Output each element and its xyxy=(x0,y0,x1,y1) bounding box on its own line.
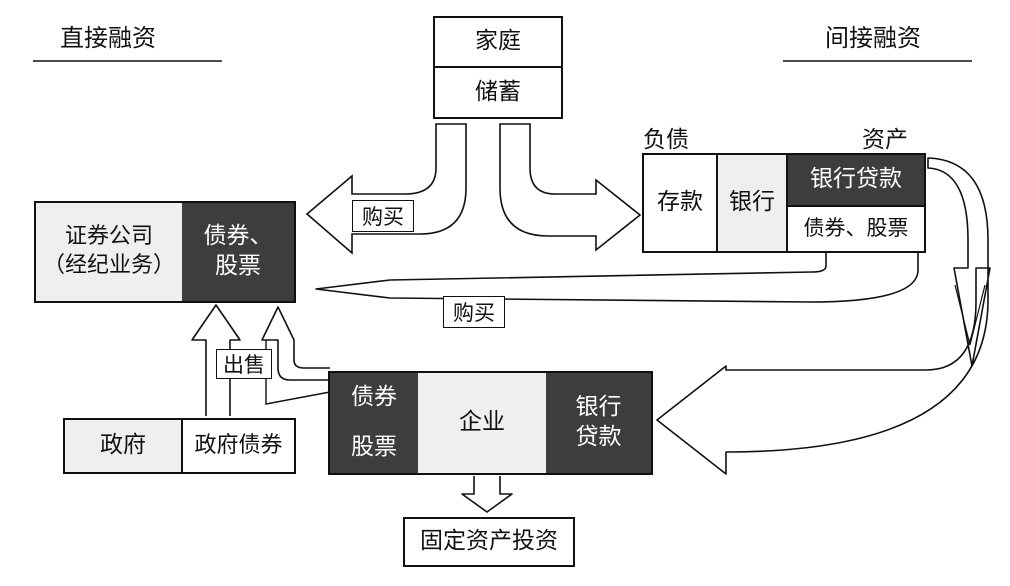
bank-loans-cell: 银行贷款 xyxy=(788,155,924,205)
firm-holdings-line1: 债券、 xyxy=(203,223,273,250)
firm-holdings-line2: 股票 xyxy=(215,253,261,279)
arrow-bank-loans-to-enterprise xyxy=(656,157,991,475)
firm-holdings-cell: 债券、 股票 xyxy=(182,203,294,301)
bank-name-cell: 银行 xyxy=(718,155,788,251)
arrow-enterprise-to-investment xyxy=(461,476,513,513)
bank-securities-cell: 债券、股票 xyxy=(788,205,924,251)
fixed-asset-investment-box: 固定资产投资 xyxy=(403,517,575,567)
assets-label: 资产 xyxy=(862,127,908,153)
deposits-cell: 存款 xyxy=(644,155,718,251)
brokerage-business: （经纪业务） xyxy=(42,253,175,278)
securities-firm-box: 证券公司 （经纪业务） 债券、 股票 xyxy=(34,201,296,303)
sell-tag: 出售 xyxy=(216,349,272,379)
buy-tag-top: 购买 xyxy=(352,200,414,232)
enterprise-loans-line1: 银行 xyxy=(575,394,622,421)
bank-balance-sheet: 存款 银行 银行贷款 债券、股票 xyxy=(642,153,926,253)
government-bonds-cell: 政府债券 xyxy=(183,420,294,472)
government-box: 政府 政府债券 xyxy=(63,418,296,474)
arrow-household-to-bank xyxy=(499,123,642,252)
liabilities-label: 负债 xyxy=(643,127,689,153)
arrow-enterprise-to-firm xyxy=(261,306,330,381)
enterprise-loans-line2: 贷款 xyxy=(575,424,622,450)
household-box: 家庭 储蓄 xyxy=(433,16,563,119)
securities-firm-cell: 证券公司 （经纪业务） xyxy=(36,203,182,301)
enterprise-loans-cell: 银行 贷款 xyxy=(546,373,651,473)
indirect-financing-title: 间接融资 xyxy=(825,24,921,52)
enterprise-stocks-cell: 股票 xyxy=(330,423,418,473)
securities-firm-name: 证券公司 xyxy=(64,224,153,250)
enterprise-box: 债券 股票 企业 银行 贷款 xyxy=(328,371,653,475)
household-label: 家庭 xyxy=(435,18,561,68)
buy-tag-bottom: 购买 xyxy=(443,296,505,328)
savings-label: 储蓄 xyxy=(435,68,561,117)
enterprise-bonds-cell: 债券 xyxy=(330,373,418,423)
government-cell: 政府 xyxy=(65,420,183,472)
direct-financing-title: 直接融资 xyxy=(60,24,156,52)
enterprise-name-cell: 企业 xyxy=(418,373,546,473)
arrow-bank-securities-to-firm xyxy=(315,253,919,303)
arrow-household-to-securities xyxy=(305,123,467,255)
arrow-inner-head xyxy=(954,284,986,346)
